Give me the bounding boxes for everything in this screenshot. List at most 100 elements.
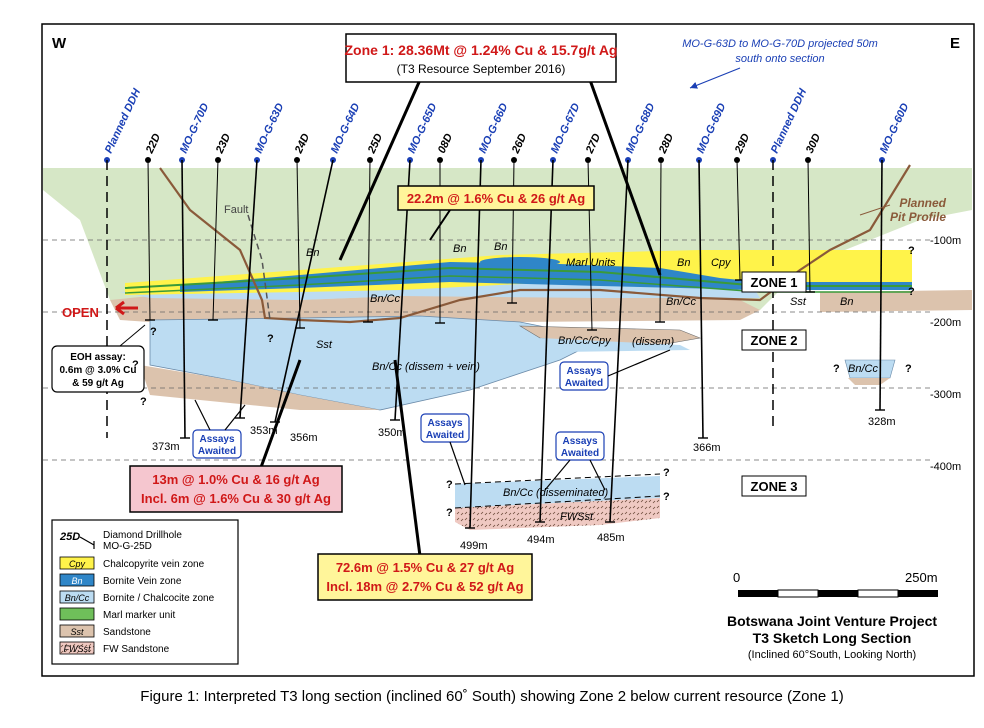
- svg-text:?: ?: [132, 359, 139, 371]
- compass-west: W: [52, 35, 67, 52]
- drillhole-trace: [879, 159, 883, 411]
- svg-text:Bn/Cc: Bn/Cc: [370, 293, 400, 305]
- drillhole-trace: [807, 159, 811, 293]
- zone1-resource-text: Zone 1: 28.36Mt @ 1.24% Cu & 15.7g/t Ag: [345, 42, 618, 58]
- compass-east: E: [950, 35, 960, 52]
- drillhole-trace: [212, 159, 219, 321]
- legend-label: Chalcopyrite vein zone: [103, 559, 205, 570]
- svg-text:0: 0: [733, 570, 740, 585]
- assays-awaited-4: Assays Awaited: [559, 361, 609, 391]
- intercept-leader-2: [258, 359, 302, 471]
- drillhole-trace: [274, 159, 334, 423]
- projection-note-2: south onto section: [735, 53, 824, 65]
- legend-swatch: [59, 641, 95, 655]
- svg-text:(dissem): (dissem): [632, 336, 675, 348]
- eoh-line3: & 59 g/t Ag: [72, 378, 124, 389]
- intercept-box-3: [317, 553, 533, 601]
- bornite-band: [180, 262, 912, 292]
- zone1-note-text: (T3 Resource September 2016): [397, 62, 566, 76]
- intercept-text-2a: 13m @ 1.0% Cu & 16 g/t Ag: [152, 472, 320, 487]
- svg-text:?: ?: [663, 467, 670, 479]
- svg-text:373m: 373m: [152, 441, 180, 453]
- svg-text:366m: 366m: [693, 442, 721, 454]
- assays-awaited-1: Assays Awaited: [192, 429, 242, 459]
- assays-leader-3b: [589, 459, 606, 491]
- zone2-label: ZONE 2: [751, 333, 798, 348]
- legend-swatch: [59, 607, 95, 621]
- zone1-resource-box: [345, 33, 617, 83]
- zone1-box: [741, 271, 807, 293]
- resource-arrows: [338, 79, 662, 276]
- drillhole-trace: [539, 159, 554, 523]
- svg-text:Awaited: Awaited: [426, 430, 464, 441]
- svg-text:250m: 250m: [905, 570, 938, 585]
- intercept-box-1: [397, 185, 595, 211]
- svg-text:?: ?: [908, 286, 915, 298]
- svg-text:Assays: Assays: [199, 434, 234, 445]
- intercept-text-3a: 72.6m @ 1.5% Cu & 27 g/t Ag: [336, 560, 514, 575]
- svg-text:Bn/Cc (dissem + vein): Bn/Cc (dissem + vein): [372, 361, 480, 373]
- assays-leader-1b: [224, 404, 246, 431]
- svg-text:494m: 494m: [527, 534, 555, 546]
- legend-swatch: [59, 556, 95, 570]
- assays-leader-4: [607, 349, 671, 377]
- svg-text:Bn: Bn: [306, 247, 319, 259]
- svg-text:Sst: Sst: [790, 296, 807, 308]
- depth-400: -400m: [930, 461, 961, 473]
- svg-text:Bn/Cc (disseminated): Bn/Cc (disseminated): [503, 487, 608, 499]
- svg-text:Assays: Assays: [566, 366, 601, 377]
- svg-text:?: ?: [140, 396, 147, 408]
- zone2-box: [741, 329, 807, 351]
- svg-text:Assays: Assays: [562, 436, 597, 447]
- depth-lines: [43, 239, 930, 461]
- drillhole-trace: [147, 159, 151, 321]
- legend-label: Bornite Vein zone: [103, 576, 182, 587]
- svg-text:350m: 350m: [378, 427, 406, 439]
- legend-label: Marl marker unit: [103, 610, 175, 621]
- svg-text:?: ?: [267, 333, 274, 345]
- legend-drill-line1: Diamond Drillhole: [103, 530, 182, 541]
- svg-text:Bn: Bn: [677, 257, 690, 269]
- intercept-text-1: 22.2m @ 1.6% Cu & 26 g/t Ag: [407, 191, 585, 206]
- svg-text:Awaited: Awaited: [198, 446, 236, 457]
- legend-code: Sst: [70, 627, 84, 637]
- intercept-text-3b: Incl. 18m @ 2.7% Cu & 52 g/t Ag: [326, 579, 523, 594]
- drillhole-trace: [736, 159, 741, 281]
- svg-text:Bn/Cc: Bn/Cc: [848, 363, 878, 375]
- depth-200: -200m: [930, 317, 961, 329]
- title-line1: Botswana Joint Venture Project: [727, 613, 937, 629]
- svg-text:?: ?: [833, 363, 840, 375]
- fault-label: Fault: [224, 204, 248, 216]
- question-marks: ? ? ? ? ? ? ? ? ? ? ? ?: [132, 245, 915, 519]
- svg-text:Awaited: Awaited: [565, 378, 603, 389]
- svg-text:?: ?: [663, 491, 670, 503]
- legend-label: Sandstone: [103, 627, 151, 638]
- svg-text:485m: 485m: [597, 532, 625, 544]
- intercept-box-2: [129, 465, 343, 513]
- assays-leader-3a: [544, 459, 571, 491]
- svg-text:Bn: Bn: [840, 296, 853, 308]
- legend-swatch: [59, 624, 95, 638]
- zone2-bncc-lower: [540, 338, 690, 352]
- svg-text:?: ?: [908, 245, 915, 257]
- legend-label: FW Sandstone: [103, 644, 170, 655]
- bornite-lens: [480, 257, 560, 267]
- svg-text:Bn: Bn: [494, 241, 507, 253]
- svg-text:Assays: Assays: [427, 418, 462, 429]
- projection-arrow: [689, 67, 741, 89]
- sandstone-band: [110, 290, 760, 322]
- eoh-box: [51, 345, 145, 393]
- end-depth-labels: 373m 353m 356m 350m 366m 328m 499m 494m …: [152, 416, 896, 552]
- svg-text:499m: 499m: [460, 540, 488, 552]
- zone3-top-dash: [454, 473, 661, 485]
- drillhole-trace: [367, 159, 371, 323]
- legend-code: Cpy: [69, 559, 86, 569]
- scale-bar: 0 250m: [733, 570, 938, 598]
- legend-code: Bn/Cc: [65, 593, 90, 603]
- svg-text:Sst: Sst: [316, 339, 333, 351]
- legend-code: FWSst: [64, 644, 91, 654]
- svg-text:Bn/Cc: Bn/Cc: [666, 296, 696, 308]
- legend-drill-icon: [79, 536, 95, 549]
- pit-label-2: Pit Profile: [890, 210, 946, 224]
